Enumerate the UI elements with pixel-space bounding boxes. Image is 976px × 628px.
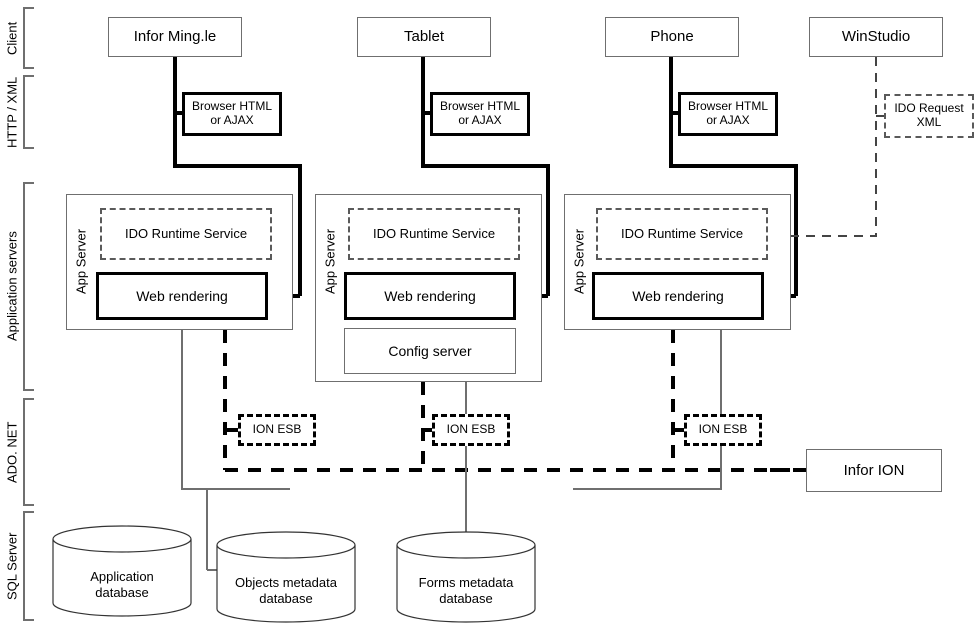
browser-label-line2: or AJAX — [706, 113, 750, 127]
database-application[interactable]: Application database — [52, 525, 192, 617]
tier-bracket-sqlserver — [23, 511, 34, 621]
protocol-node-browser-1[interactable]: Browser HTML or AJAX — [182, 92, 282, 136]
tier-bracket-appservers — [23, 182, 34, 391]
ion-esb-3[interactable]: ION ESB — [684, 414, 762, 446]
idoxml-label-line2: XML — [916, 115, 942, 129]
client-node-infor-mingle[interactable]: Infor Ming.le — [108, 17, 242, 57]
ido-runtime-service-3[interactable]: IDO Runtime Service — [596, 208, 768, 260]
infor-ion-node[interactable]: Infor ION — [806, 449, 942, 492]
tier-label-client: Client — [4, 21, 20, 55]
browser-label-line2: or AJAX — [210, 113, 254, 127]
cylinder-shape — [396, 531, 536, 623]
protocol-node-browser-3[interactable]: Browser HTML or AJAX — [678, 92, 778, 136]
tier-bracket-http — [23, 75, 34, 149]
db-label-line2: database — [95, 585, 149, 600]
db-label-line1: Application — [90, 569, 154, 585]
ion-drop-appserver3 — [671, 330, 689, 470]
ido-runtime-service-1[interactable]: IDO Runtime Service — [100, 208, 272, 260]
db-label-line1: Forms metadata — [418, 575, 514, 591]
tier-label-sql-server: SQL Server — [4, 532, 20, 600]
adonet-path-appserver1 — [181, 330, 290, 490]
database-objects-metadata[interactable]: Objects metadata database — [216, 531, 356, 623]
db-label-line1: Objects metadata — [235, 575, 337, 591]
adonet-path-appserver3 — [573, 330, 722, 490]
app-server-2-tag: App Server — [322, 228, 338, 295]
browser-label-line2: or AJAX — [458, 113, 502, 127]
ido-runtime-service-2[interactable]: IDO Runtime Service — [348, 208, 520, 260]
protocol-node-browser-2[interactable]: Browser HTML or AJAX — [430, 92, 530, 136]
db-label-line2: database — [439, 591, 493, 606]
browser-label-line1: Browser HTML — [439, 99, 520, 114]
app-server-3-tag: App Server — [571, 228, 587, 295]
browser-label-line1: Browser HTML — [687, 99, 768, 114]
client-node-tablet[interactable]: Tablet — [357, 17, 491, 57]
web-rendering-3[interactable]: Web rendering — [592, 272, 764, 320]
protocol-node-ido-request-xml[interactable]: IDO Request XML — [884, 94, 974, 138]
tier-bracket-client — [23, 7, 34, 69]
db-label-line2: database — [259, 591, 313, 606]
tier-label-http: HTTP / XML — [4, 76, 20, 148]
config-server-2[interactable]: Config server — [344, 328, 516, 374]
ion-drop-appserver1 — [223, 330, 241, 470]
client-node-phone[interactable]: Phone — [605, 17, 739, 57]
tier-label-application-servers: Application servers — [4, 231, 20, 342]
tier-label-adonet: ADO. NET — [4, 421, 20, 483]
ion-drop-appserver2 — [421, 382, 439, 470]
cylinder-shape — [216, 531, 356, 623]
ion-esb-1[interactable]: ION ESB — [238, 414, 316, 446]
app-server-1-tag: App Server — [73, 228, 89, 295]
idoxml-label-line1: IDO Request — [894, 101, 964, 116]
web-rendering-2[interactable]: Web rendering — [344, 272, 516, 320]
browser-label-line1: Browser HTML — [191, 99, 272, 114]
client-node-winstudio[interactable]: WinStudio — [809, 17, 943, 57]
cylinder-shape — [52, 525, 192, 617]
ion-esb-2[interactable]: ION ESB — [432, 414, 510, 446]
web-rendering-1[interactable]: Web rendering — [96, 272, 268, 320]
tier-bracket-adonet — [23, 398, 34, 506]
database-forms-metadata[interactable]: Forms metadata database — [396, 531, 536, 623]
